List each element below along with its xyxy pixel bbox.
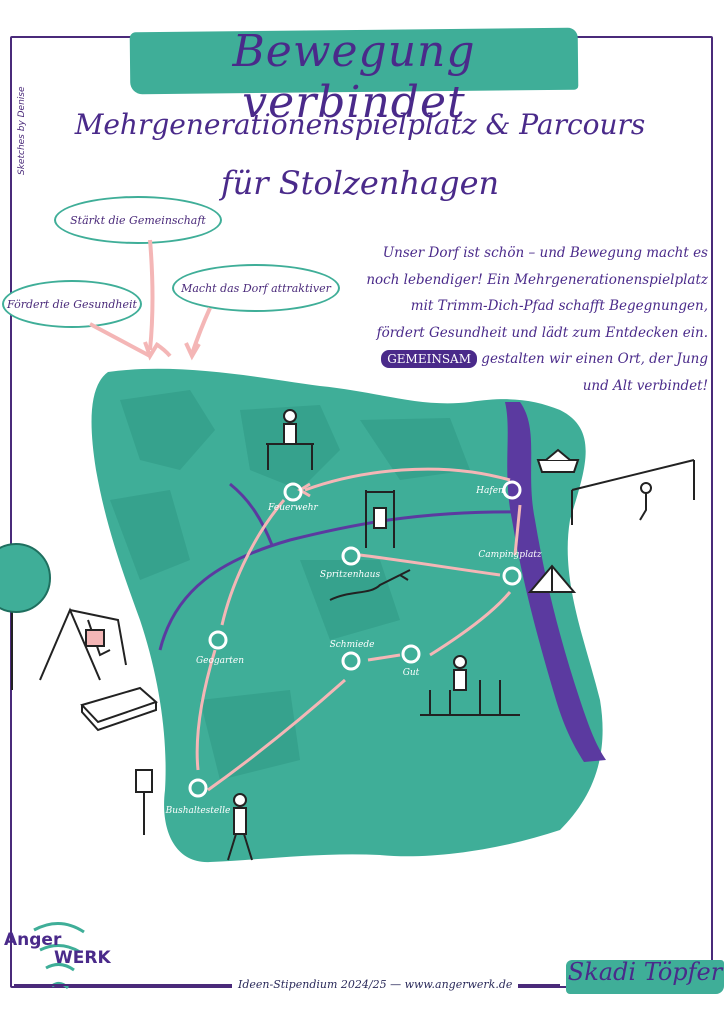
tree-icon — [0, 543, 51, 690]
logo-text-anger: Anger — [4, 930, 62, 950]
station-gut — [401, 644, 421, 664]
station-hafen — [502, 480, 522, 500]
station-spritzenhaus — [341, 546, 361, 566]
page-title: Bewegung verbindet — [232, 26, 476, 128]
gemeinsam-highlight: GEMEINSAM — [381, 350, 477, 368]
station-schmiede — [341, 651, 361, 671]
label-campingplatz: Campingplatz — [478, 550, 542, 560]
zipline-icon — [571, 459, 695, 525]
arrow-gemeinschaft — [148, 239, 155, 351]
subtitle-line-1: Mehrgenerationenspielplatz & Parcours — [74, 108, 646, 141]
bubble-dorf: Macht das Dorf attraktiver — [172, 264, 340, 312]
label-feuerwehr: Feuerwehr — [268, 503, 318, 513]
intro-line-1: Unser Dorf ist schön – und Bewegung mach… — [382, 245, 708, 261]
station-markers — [188, 480, 522, 798]
sandbox-icon — [80, 686, 158, 732]
walking-person-icon — [227, 793, 253, 861]
river — [505, 402, 606, 762]
road-side — [229, 482, 274, 546]
station-campingplatz — [502, 566, 522, 586]
label-schmiede: Schmiede — [329, 640, 375, 650]
label-bushaltestelle: Bushaltestelle — [165, 806, 231, 816]
arrow-dorf — [190, 307, 212, 355]
tent-icon — [527, 564, 577, 593]
author-name: Skadi Töpfer — [567, 958, 723, 986]
arrow-gesundheit — [89, 322, 151, 358]
station-feuerwehr — [283, 482, 303, 502]
intro-line-4: fördert Gesundheit und lädt zum Entdecke… — [376, 324, 708, 341]
logo-text-werk: WERK — [54, 948, 111, 968]
intro-line-2: noch lebendiger! Ein Mehrgenerationenspi… — [366, 271, 708, 288]
label-gut: Gut — [402, 668, 420, 678]
parcours-route — [195, 467, 522, 792]
author-highlight — [566, 960, 724, 994]
intro-line-3: mit Trimm-Dich-Pfad schafft Begegnungen, — [410, 298, 708, 314]
parallel-bars-icon — [420, 655, 520, 716]
swing-icon — [39, 607, 127, 681]
footer-text: Ideen-Stipendium 2024/25 — www.angerwerk… — [232, 978, 519, 991]
station-bushaltestelle — [188, 778, 208, 798]
bubble-gesundheit: Fördert die Gesundheit — [2, 280, 142, 328]
intro-line-6: und Alt verbindet! — [582, 377, 708, 394]
intro-line-5: GEMEINSAM gestalten wir einen Ort, der J… — [348, 346, 708, 373]
bubble-gemeinschaft: Stärkt die Gemeinschaft — [54, 196, 222, 244]
subtitle-line-2: für Stolzenhagen — [220, 164, 500, 202]
pullup-exerciser-icon — [365, 490, 395, 548]
label-geogarten: Geogarten — [195, 656, 245, 666]
fire-hose-icon — [329, 569, 411, 601]
label-spritzenhaus: Spritzenhaus — [319, 570, 381, 580]
bus-stop-sign-icon — [135, 769, 153, 835]
station-geogarten — [208, 630, 228, 650]
intro-line-5-rest: gestalten wir einen Ort, der Jung — [481, 351, 708, 367]
bench-exerciser-icon — [266, 409, 314, 470]
boat-icon — [536, 448, 580, 473]
intro-text: Unser Dorf ist schön – und Bewegung mach… — [348, 240, 708, 399]
label-hafen: Hafen — [476, 486, 504, 496]
road-main — [158, 510, 531, 651]
